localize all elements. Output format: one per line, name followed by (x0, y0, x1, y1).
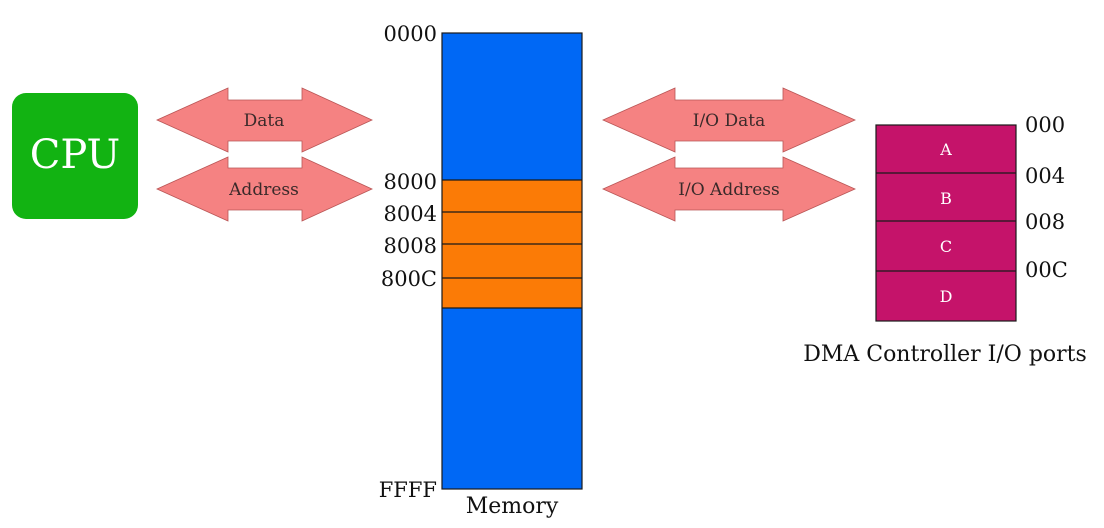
io-data-bus-arrow (602, 87, 856, 153)
io-bus-arrows: I/O Data I/O Address (602, 87, 856, 222)
dma-port-d (876, 271, 1016, 321)
memory-slot-8004 (442, 212, 582, 244)
dma-ports-block: A B C D 000 004 008 00C DMA Controller I… (803, 113, 1087, 367)
memory-address-label: 8000 (384, 170, 437, 194)
memory-address-label: 8008 (384, 234, 437, 258)
cpu-bus-arrows: Data Address (156, 87, 373, 222)
dma-port-label: B (940, 189, 952, 208)
dma-port-b (876, 173, 1016, 221)
dma-address-label: 008 (1025, 210, 1065, 234)
io-data-bus-label: I/O Data (693, 111, 766, 131)
memory-address-label: FFFF (379, 478, 437, 502)
dma-caption: DMA Controller I/O ports (803, 342, 1087, 367)
io-address-bus-label: I/O Address (678, 180, 779, 200)
memory-outline (441, 32, 583, 490)
memory-address-label: 8004 (384, 202, 437, 226)
memory-region-low (442, 33, 582, 180)
dma-address-label: 004 (1025, 164, 1065, 188)
memory-slot-8008 (442, 244, 582, 278)
cpu-address-bus-label: Address (228, 180, 299, 200)
cpu-data-bus-arrow (156, 87, 373, 153)
dma-port-label: D (940, 287, 953, 306)
memory-block: 0000 8000 8004 8008 800C FFFF Memory (379, 22, 583, 519)
memory-region-high (442, 308, 582, 489)
memory-slot-8000 (442, 180, 582, 212)
cpu-label: CPU (30, 132, 121, 178)
memory-address-label: 800C (381, 267, 437, 291)
memory-address-label: 0000 (384, 22, 437, 46)
io-address-bus-arrow (602, 156, 856, 222)
cpu-data-bus-label: Data (244, 111, 285, 131)
memory-slot-800c (442, 278, 582, 308)
dma-address-label: 00C (1025, 258, 1068, 282)
cpu-box (12, 93, 138, 219)
memory-caption: Memory (466, 494, 559, 519)
dma-port-c (876, 221, 1016, 271)
cpu-address-bus-arrow (156, 156, 373, 222)
dma-port-label: A (939, 140, 952, 159)
dma-address-label: 000 (1025, 113, 1065, 137)
cpu-block: CPU (12, 93, 138, 219)
dma-port-a (876, 125, 1016, 173)
dma-ports-outline (875, 124, 1017, 322)
dma-port-label: C (940, 237, 952, 256)
